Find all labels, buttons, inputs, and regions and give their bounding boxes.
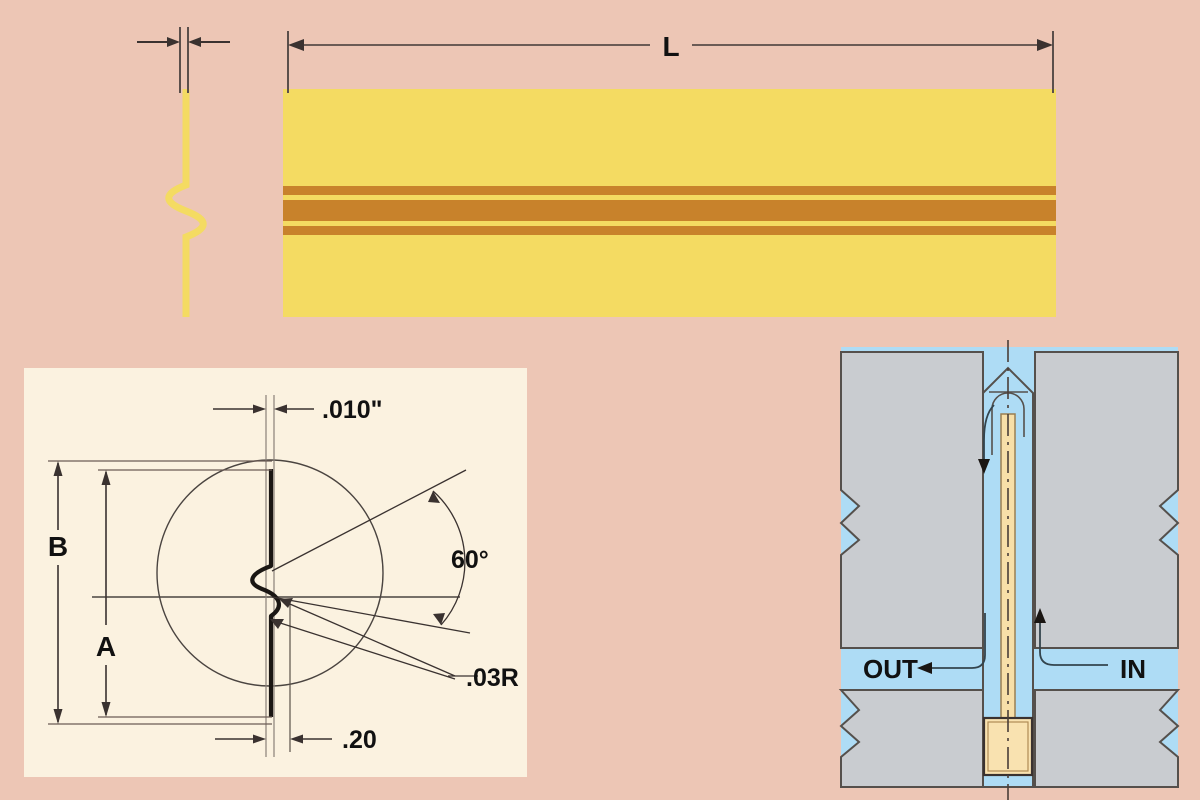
dimension-label-B: B — [48, 531, 68, 562]
angle-line-lower — [271, 596, 471, 634]
detail-view-group: .010" .20 B A 60° — [24, 368, 527, 777]
stripe-lower-thin — [283, 226, 1056, 235]
stripe-upper-thin — [283, 186, 1056, 195]
valve-view-group: OUT IN — [838, 340, 1181, 800]
blade-profile-curve — [250, 469, 281, 717]
dimension-label-radius: .03R — [466, 664, 519, 692]
dimension-arrow-B-bottom — [53, 709, 63, 724]
in-flow-path — [1039, 620, 1108, 666]
dimension-label-010: .010" — [322, 396, 383, 424]
angle-line-upper — [271, 469, 467, 572]
dimension-arrow-010-right — [274, 404, 287, 414]
thickness-arrow-right-head — [188, 37, 201, 47]
dimension-arrow-L-left — [288, 39, 304, 51]
squiggle-break-symbol — [165, 89, 207, 317]
dimension-arrow-010-left — [253, 404, 266, 414]
leader-arrow-radius-upper — [279, 598, 293, 608]
dimension-label-L: L — [662, 31, 679, 62]
outlet-label: OUT — [863, 654, 918, 684]
dimension-label-A: A — [96, 631, 116, 662]
dimension-arrow-A-bottom — [101, 702, 111, 717]
dimension-arrow-B-top — [53, 461, 63, 476]
dimension-label-20: .20 — [342, 726, 377, 754]
leader-line-radius-upper — [282, 600, 456, 677]
angle-arc-arrow-top — [428, 491, 440, 503]
thickness-arrow-left-head — [167, 37, 180, 47]
top-view-group: L — [137, 27, 1056, 317]
leader-line-radius-lower — [273, 620, 456, 680]
out-flow-path — [928, 613, 986, 669]
dimension-arrow-20-left — [253, 734, 266, 744]
body-upper-left — [839, 351, 984, 649]
leader-arrow-radius-lower — [270, 619, 284, 629]
angle-arc-arrow-bottom — [433, 613, 445, 625]
bore-flow-arrowhead — [978, 459, 990, 474]
dimension-arrow-A-top — [101, 470, 111, 485]
dimension-arrow-L-right — [1037, 39, 1053, 51]
out-flow-arrowhead — [917, 662, 932, 674]
angle-arc — [432, 490, 466, 626]
body-lower-left — [838, 689, 984, 788]
inlet-label: IN — [1120, 654, 1146, 684]
stripe-center-thick — [283, 200, 1056, 221]
body-upper-right — [1034, 351, 1180, 649]
bore-flow-path — [983, 404, 995, 462]
dimension-label-angle: 60° — [451, 546, 489, 574]
in-flow-arrowhead — [1034, 608, 1046, 623]
body-lower-right — [1034, 689, 1181, 788]
dimension-arrow-20-right — [290, 734, 303, 744]
